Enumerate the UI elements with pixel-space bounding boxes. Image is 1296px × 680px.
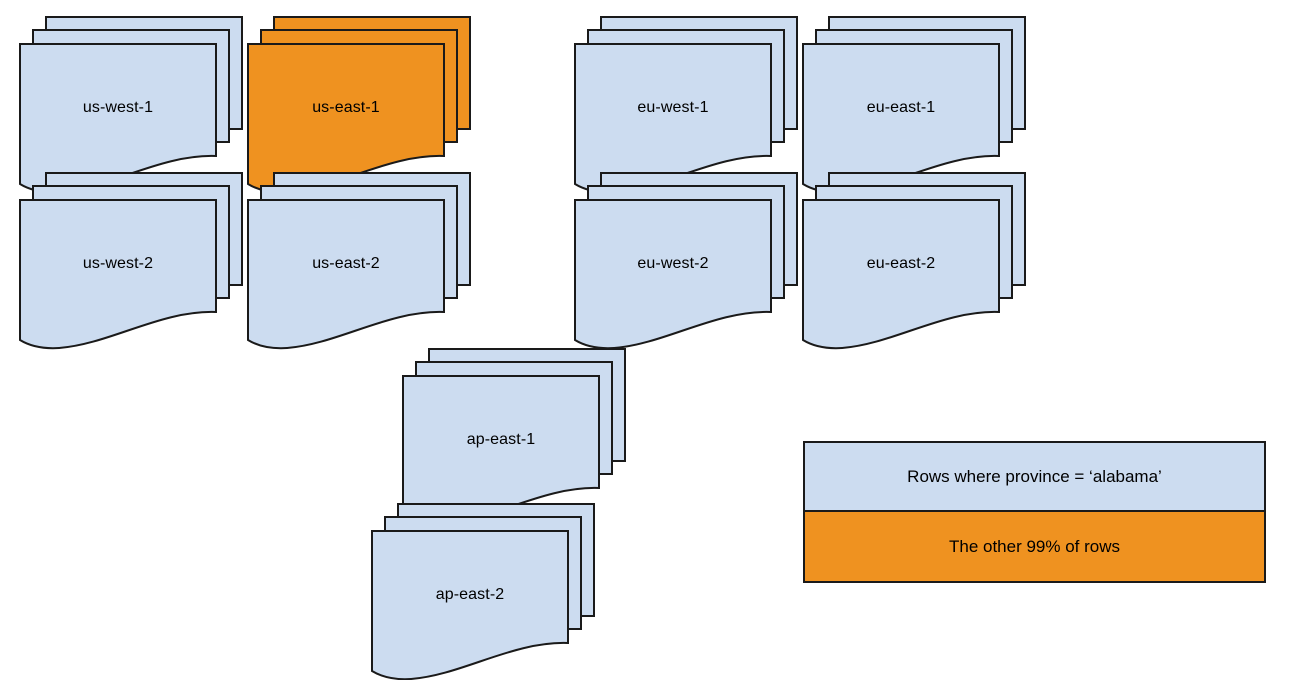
document-stack-shape xyxy=(574,16,798,194)
document-stack-shape xyxy=(802,16,1026,194)
document-stack-us-west-2[interactable]: us-west-2 xyxy=(19,172,243,350)
document-stack-eu-west-2[interactable]: eu-west-2 xyxy=(574,172,798,350)
document-stack-us-west-1[interactable]: us-west-1 xyxy=(19,16,243,194)
document-front-sheet xyxy=(802,199,1000,350)
document-front-sheet xyxy=(371,530,569,680)
document-front-sheet xyxy=(247,199,445,350)
document-stack-shape xyxy=(19,16,243,194)
document-stack-shape xyxy=(371,503,595,680)
legend-row-blue: Rows where province = ‘alabama’ xyxy=(805,443,1264,512)
document-front-sheet xyxy=(574,43,772,194)
document-stack-shape xyxy=(802,172,1026,350)
document-stack-ap-east-1[interactable]: ap-east-1 xyxy=(402,348,626,526)
document-front-sheet xyxy=(247,43,445,194)
document-stack-eu-west-1[interactable]: eu-west-1 xyxy=(574,16,798,194)
document-stack-eu-east-2[interactable]: eu-east-2 xyxy=(802,172,1026,350)
document-stack-us-east-1[interactable]: us-east-1 xyxy=(247,16,471,194)
document-front-sheet xyxy=(402,375,600,526)
document-front-sheet xyxy=(19,199,217,350)
document-stack-shape xyxy=(247,16,471,194)
document-stack-shape xyxy=(574,172,798,350)
document-stack-us-east-2[interactable]: us-east-2 xyxy=(247,172,471,350)
document-front-sheet xyxy=(802,43,1000,194)
document-stack-shape xyxy=(402,348,626,526)
legend-label-blue: Rows where province = ‘alabama’ xyxy=(907,467,1162,486)
legend: Rows where province = ‘alabama’ The othe… xyxy=(803,441,1266,583)
document-stack-eu-east-1[interactable]: eu-east-1 xyxy=(802,16,1026,194)
document-front-sheet xyxy=(19,43,217,194)
document-stack-ap-east-2[interactable]: ap-east-2 xyxy=(371,503,595,680)
document-stack-shape xyxy=(19,172,243,350)
document-front-sheet xyxy=(574,199,772,350)
legend-label-orange: The other 99% of rows xyxy=(948,537,1121,556)
document-stack-shape xyxy=(247,172,471,350)
legend-row-orange: The other 99% of rows xyxy=(805,512,1264,581)
